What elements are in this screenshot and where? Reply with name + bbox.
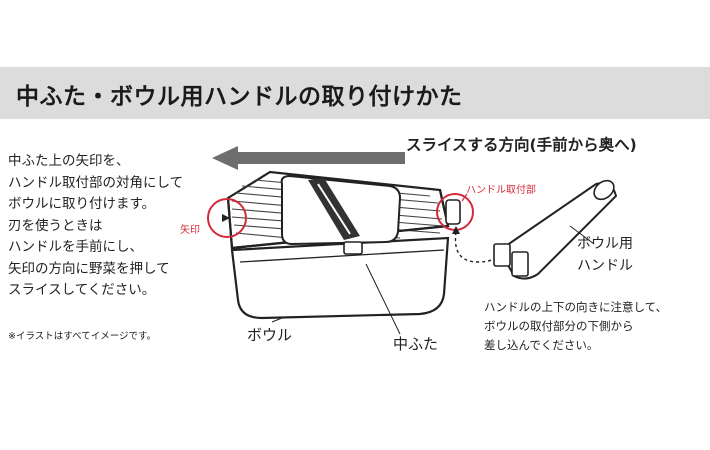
instruction-line: 矢印の方向に野菜を押して [8,260,170,277]
inner-lid-label: 中ふた [393,335,439,353]
handle-mount-label: ハンドル取付部 [466,185,536,196]
slice-direction-label: スライスする方向(手前から奥へ) [406,136,637,154]
instruction-line: ボウルに取り付けます。 [8,196,156,212]
bowl-handle-label: ボウル用 ハンドル [577,233,633,277]
insertion-path [454,231,503,263]
instruction-line: ハンドルを手前にし、 [8,239,143,255]
instruction-line: 刃を使うときは [8,217,103,234]
title-bar: 中ふた・ボウル用ハンドルの取り付けかた [0,67,710,119]
slice-direction-arrow [212,146,405,170]
bowl-label: ボウル [247,326,293,344]
page-title: 中ふた・ボウル用ハンドルの取り付けかた [16,84,463,110]
bowl-body [230,236,450,320]
instruction-line: ハンドル取付部の対角にして [8,174,184,191]
arrow-mark-label: 矢印 [180,225,200,236]
bowl-handle-label-line: ハンドル [577,258,633,274]
instruction-line: 中ふた上の矢印を、 [8,153,130,169]
illustration-note: ※イラストはすべてイメージです。 [8,331,157,342]
handle-note: ハンドルの上下の向きに注意して、 ボウルの取付部分の下側から 差し込んでください… [484,298,667,355]
handle-note-line: 差し込んでください。 [484,338,599,352]
handle-note-line: ハンドルの上下の向きに注意して、 [484,300,668,314]
arrow-mark-callout [207,198,247,238]
instruction-line: スライスしてください。 [8,282,156,298]
bowl-handle-label-line: ボウル用 [577,236,633,252]
handle-note-line: ボウルの取付部分の下側から [484,319,634,333]
instructions: 中ふた上の矢印を、 ハンドル取付部の対角にして ボウルに取り付けます。 刃を使う… [8,151,183,302]
